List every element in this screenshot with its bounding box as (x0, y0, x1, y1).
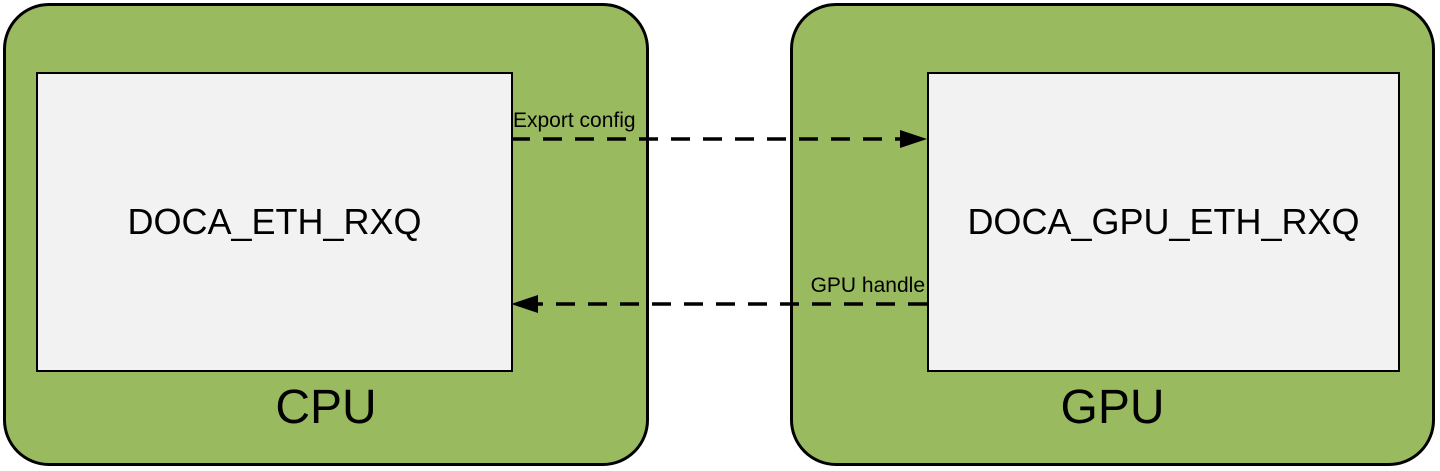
gpu-label: GPU (1060, 381, 1165, 434)
gpu-handle-label: GPU handle (810, 274, 925, 297)
export-config-label: Export config (513, 109, 636, 132)
cpu-inner-box: DOCA_ETH_RXQ (36, 72, 513, 372)
cpu-container: DOCA_ETH_RXQ CPU (3, 3, 649, 466)
cpu-label: CPU (275, 381, 377, 434)
gpu-container: DOCA_GPU_ETH_RXQ GPU (790, 3, 1435, 466)
gpu-inner-label: DOCA_GPU_ETH_RXQ (967, 201, 1360, 242)
gpu-inner-box: DOCA_GPU_ETH_RXQ (927, 72, 1400, 372)
cpu-inner-label: DOCA_ETH_RXQ (127, 201, 422, 242)
